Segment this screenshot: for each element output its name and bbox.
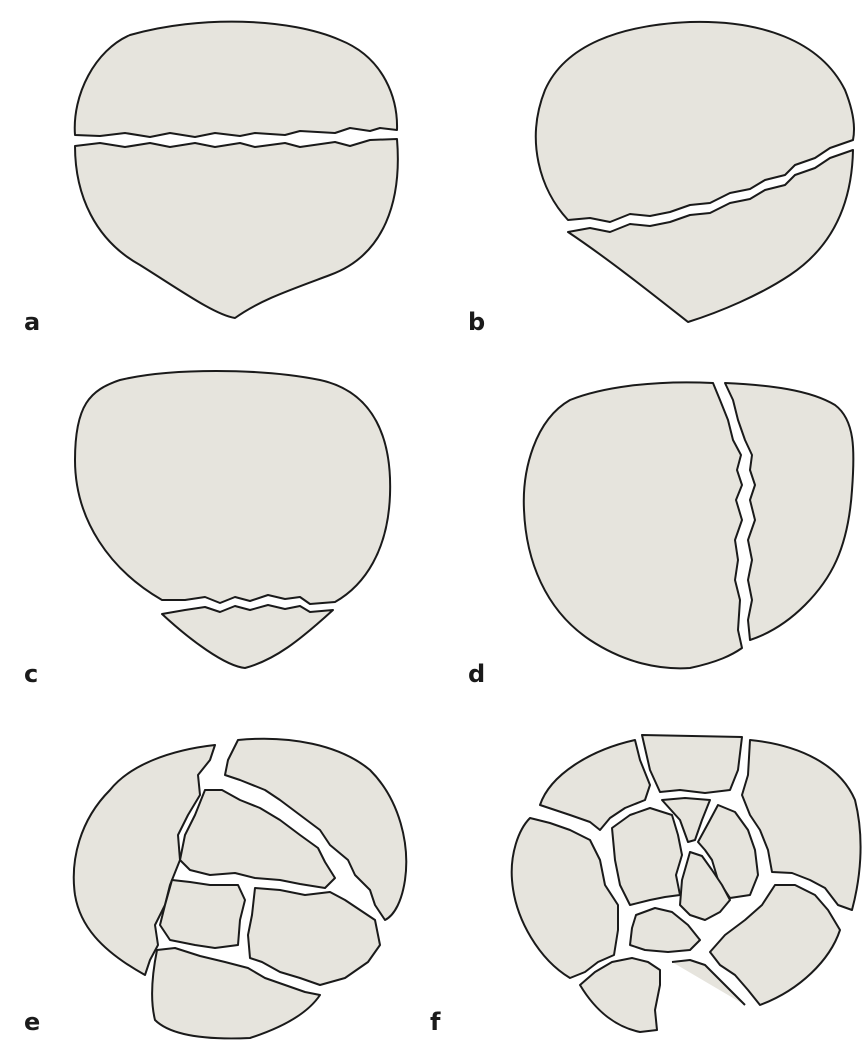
- panel-c-label: c: [24, 660, 38, 688]
- panel-c-apex-fragment: [162, 605, 333, 668]
- panel-e-small-left-fragment: [160, 880, 245, 948]
- panel-a: [75, 22, 398, 318]
- panel-b: [536, 22, 854, 322]
- panel-d-left-fragment: [524, 382, 742, 668]
- panel-f-label: f: [430, 1008, 441, 1036]
- panel-f-center-left-fragment: [612, 808, 682, 905]
- panel-d-right-fragment: [725, 383, 853, 640]
- panel-f-right-fragment: [710, 885, 840, 1005]
- panel-a-upper-fragment: [75, 22, 397, 137]
- panel-f: [512, 735, 861, 1032]
- panel-a-label: a: [24, 308, 40, 336]
- panel-d-label: d: [468, 660, 485, 688]
- panel-f-left-fragment: [512, 818, 618, 978]
- panel-b-label: b: [468, 308, 485, 336]
- panel-f-top-center-fragment: [642, 735, 742, 793]
- panel-d: [524, 382, 854, 668]
- panel-c: [75, 371, 390, 668]
- panel-e-small-right-fragment: [248, 888, 380, 985]
- panel-e-label: e: [24, 1008, 40, 1036]
- panel-e: [74, 739, 406, 1039]
- panel-f-bottom-left-fragment: [580, 958, 660, 1032]
- panel-f-top-right-fragment: [742, 740, 861, 910]
- panel-c-main-fragment: [75, 371, 390, 604]
- panel-a-lower-fragment: [75, 139, 398, 318]
